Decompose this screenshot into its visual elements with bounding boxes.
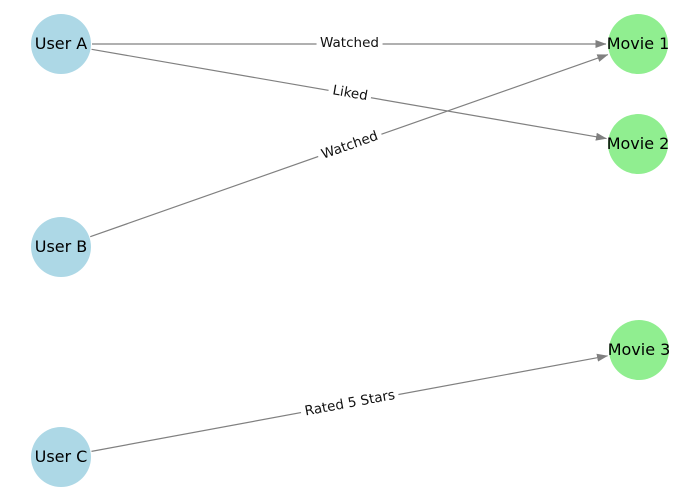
node-movie-1: Movie 1	[607, 14, 669, 74]
edges-group	[90, 40, 609, 452]
node-movie-2: Movie 2	[607, 114, 669, 174]
node-user-b: User B	[31, 217, 91, 277]
node-user-c: User C	[31, 427, 91, 487]
edge-label: Watched	[316, 35, 383, 53]
node-movie-3: Movie 3	[608, 320, 670, 380]
node-user-a: User A	[31, 14, 91, 74]
